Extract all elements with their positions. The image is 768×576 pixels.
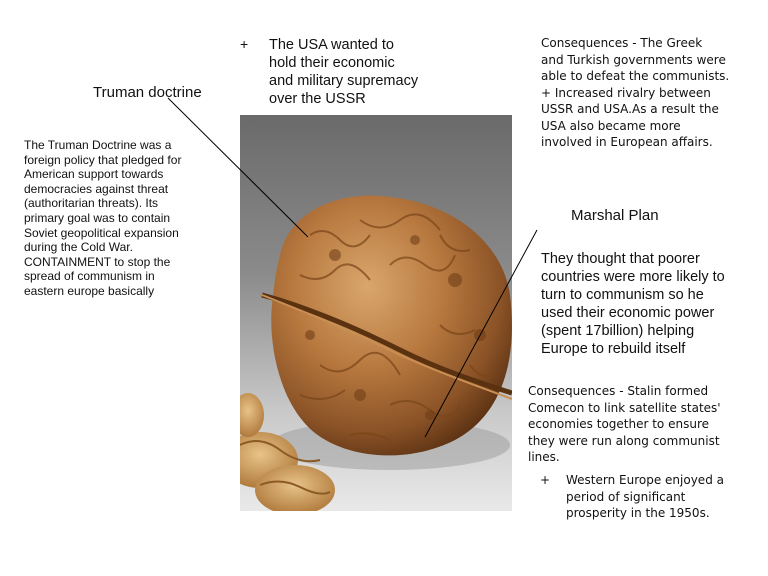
truman-doctrine-title: Truman doctrine bbox=[93, 84, 202, 101]
usa-point-text: The USA wanted to hold their economic an… bbox=[269, 37, 419, 107]
marshall-plan-description: They thought that poorer countries were … bbox=[541, 251, 725, 357]
walnut-shell bbox=[271, 195, 512, 456]
usa-point-bullet: + bbox=[240, 36, 249, 52]
marshall-consequences-bullet: + bbox=[540, 473, 551, 487]
walnut-photo bbox=[240, 115, 512, 511]
marshall-plan-title: Marshal Plan bbox=[571, 207, 659, 224]
truman-doctrine-description: The Truman Doctrine was a foreign policy… bbox=[24, 138, 182, 298]
marshall-consequences-bullet-text: Western Europe enjoyed a period of signi… bbox=[566, 473, 724, 520]
walnut-image bbox=[240, 195, 512, 511]
truman-consequences-text: Consequences - The Greek and Turkish gov… bbox=[541, 36, 730, 149]
marshall-consequences-text: Consequences - Stalin formed Comecon to … bbox=[528, 384, 721, 464]
kernel-pieces bbox=[240, 393, 335, 511]
